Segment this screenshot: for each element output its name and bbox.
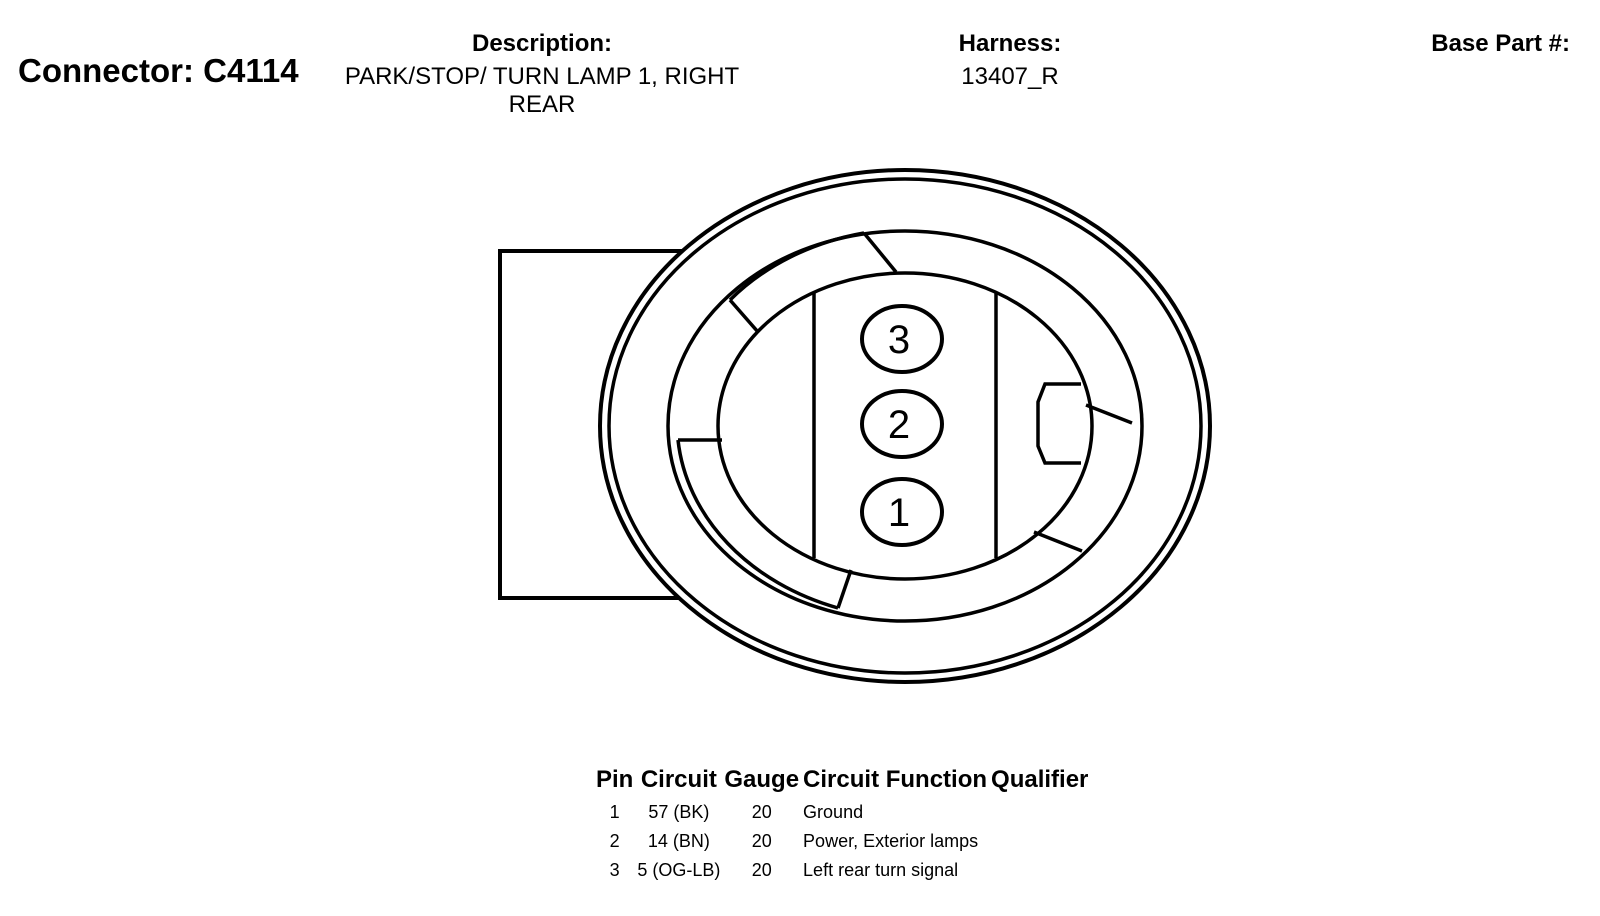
col-header-gauge: Gauge [724, 766, 800, 793]
middle-ring [666, 229, 1144, 623]
outer-ring-inner [607, 177, 1203, 675]
inner-face [716, 271, 1094, 581]
harness-label: Harness: [958, 30, 1062, 57]
pin-table: Pin Circuit Gauge Circuit Function Quali… [594, 766, 1090, 885]
table-row: 1 57 (BK) 20 Ground [594, 798, 1090, 827]
cell-gauge: 20 [751, 802, 772, 822]
table-row: 2 14 (BN) 20 Power, Exterior lamps [594, 827, 1090, 856]
lower-notch [1033, 530, 1083, 553]
col-header-qualifier: Qualifier [991, 766, 1089, 793]
cell-qualifier [989, 827, 1090, 856]
pin-3: 3 [860, 304, 944, 374]
latch [1036, 382, 1081, 465]
pin-2-label: 2 [888, 403, 910, 447]
upper-key [728, 231, 865, 302]
pin-2-circle [860, 389, 944, 459]
harness-value: 13407_R [961, 63, 1059, 90]
pin-table-header: Pin Circuit Gauge Circuit Function Quali… [594, 766, 1090, 798]
pin-2: 2 [860, 389, 944, 459]
cell-qualifier [989, 856, 1090, 885]
table-row: 3 5 (OG-LB) 20 Left rear turn signal [594, 856, 1090, 885]
cell-circuit: 5 (OG-LB) [637, 860, 721, 880]
pin-1: 1 [860, 477, 944, 547]
pin-1-circle [860, 477, 944, 547]
base-part-label: Base Part #: [1431, 30, 1570, 57]
connector-tab [498, 249, 682, 600]
pin-3-circle [860, 304, 944, 374]
cell-function: Left rear turn signal [803, 860, 959, 880]
connector-title: Connector: C4114 [18, 52, 299, 89]
cell-function: Ground [803, 802, 864, 822]
cell-function: Power, Exterior lamps [803, 831, 979, 851]
cell-pin: 1 [609, 802, 620, 822]
cell-gauge: 20 [751, 831, 772, 851]
col-header-circuit: Circuit [640, 766, 717, 793]
cell-circuit: 14 (BN) [647, 831, 710, 851]
description-label: Description: [471, 30, 612, 57]
col-header-pin: Pin [596, 766, 634, 793]
col-header-circuit-function: Circuit Function [803, 766, 988, 793]
pin-3-label: 3 [888, 318, 910, 362]
cell-circuit: 57 (BK) [648, 802, 710, 822]
description-value: PARK/STOP/ TURN LAMP 1, RIGHT REAR [344, 63, 740, 118]
cell-pin: 2 [609, 831, 620, 851]
cell-qualifier [989, 798, 1090, 827]
cell-pin: 3 [609, 860, 620, 880]
pin-1-label: 1 [888, 491, 910, 535]
cell-gauge: 20 [751, 860, 772, 880]
